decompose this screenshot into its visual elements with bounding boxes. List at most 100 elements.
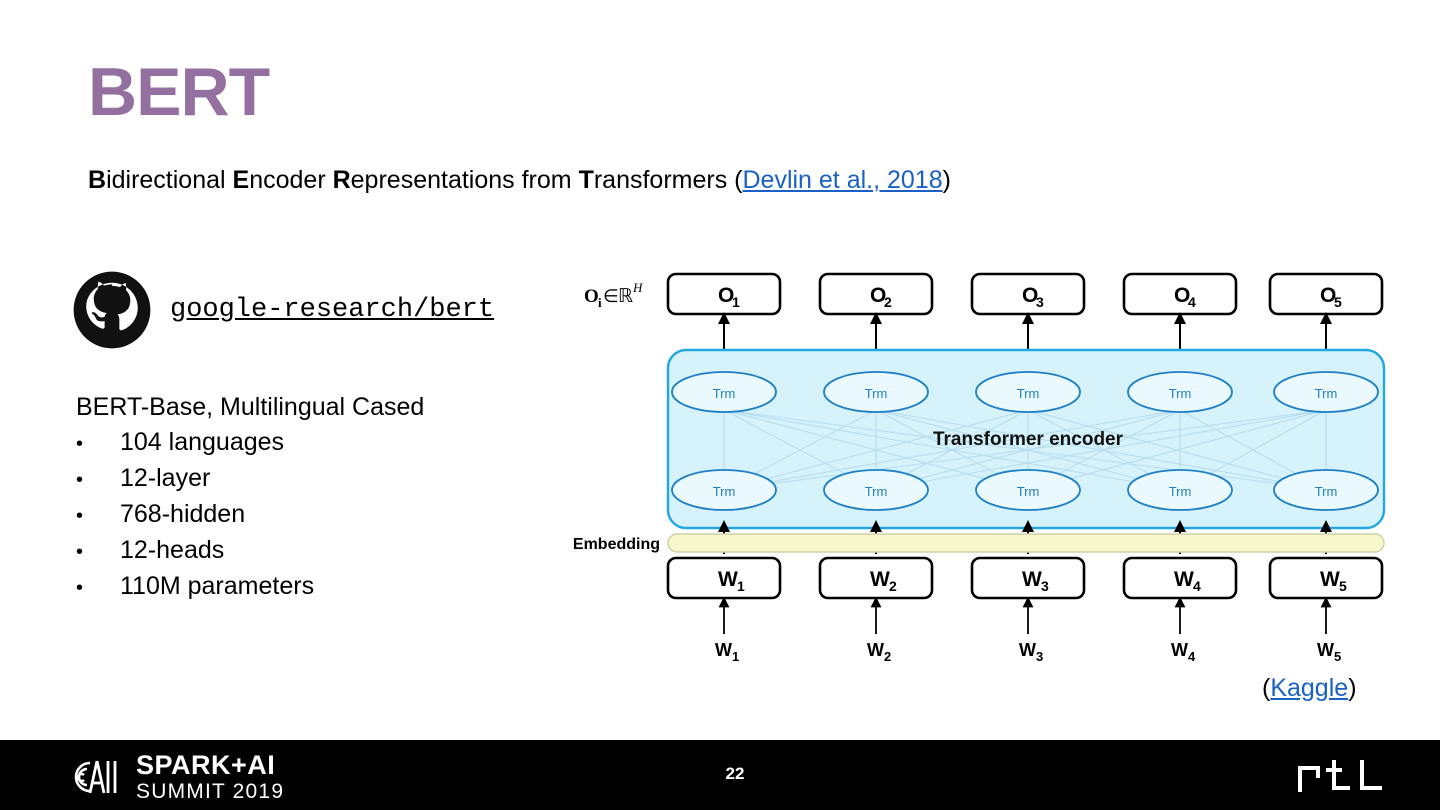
input-token-group: W 1 W 2 W 3 W 4 W 5 (715, 640, 1341, 662)
list-item: • 104 languages (76, 425, 424, 461)
subtitle-close-paren: ) (942, 166, 951, 194)
output-space-label-reals: ℝ (618, 286, 633, 307)
kaggle-link[interactable]: Kaggle (1270, 674, 1349, 702)
output-box-sub: 2 (884, 294, 892, 310)
subtitle-part-epresentations: epresentations from (350, 166, 579, 194)
list-item: • 768-hidden (76, 497, 424, 533)
trm-node (975, 469, 1081, 511)
rtl-logo-icon (1296, 758, 1392, 799)
output-box-label: O (870, 284, 886, 307)
credit-close-paren: ) (1348, 674, 1357, 702)
output-box-sub: 5 (1334, 294, 1342, 310)
input-token-label: W (1317, 640, 1334, 660)
trm-node-label: Trm (865, 386, 888, 401)
input-token-label: W (1019, 640, 1036, 660)
trm-node-label: Trm (713, 386, 736, 401)
bullet-glyph-icon: • (76, 433, 84, 455)
bullet-glyph-icon: • (76, 469, 84, 491)
spark-brand-line1: SPARK+AI (136, 750, 276, 780)
output-space-label-sub: i (598, 295, 602, 310)
specs-list: • 104 languages • 12-layer • 768-hidden … (76, 425, 424, 605)
subtitle-part-idirectional: idirectional (106, 166, 233, 194)
input-token-label: W (715, 640, 732, 660)
subtitle-part-e: E (232, 166, 250, 194)
trm-node (671, 371, 777, 413)
token-to-wordbox-arrows (718, 596, 1332, 634)
output-box-sub: 3 (1036, 294, 1044, 310)
trm-node (671, 469, 777, 511)
output-box-label: O (1174, 284, 1190, 307)
model-specs-block: BERT-Base, Multilingual Cased • 104 lang… (76, 390, 424, 605)
trm-node (1127, 371, 1233, 413)
spark-ai-wordmark: SPARK+AI SUMMIT 2019 (136, 750, 284, 803)
embedding-label: Embedding (573, 536, 660, 553)
input-token-sub: 3 (1036, 649, 1043, 662)
subtitle-part-t: T (578, 166, 594, 194)
output-space-label-sup: H (632, 280, 643, 295)
output-space-label-in: ∈ (603, 286, 619, 306)
spark-ai-summit-logo: SPARK+AI SUMMIT 2019 (64, 752, 284, 802)
list-item: • 110M parameters (76, 569, 424, 605)
word-box-label: W (1320, 568, 1340, 591)
output-box-label: O (1022, 284, 1038, 307)
bullet-glyph-icon: • (76, 541, 84, 563)
output-space-label: O (584, 286, 599, 307)
input-token-sub: 5 (1334, 649, 1341, 662)
trm-node-label: Trm (1017, 484, 1040, 499)
subtitle-part-b: B (88, 166, 107, 194)
input-token-label: W (867, 640, 884, 660)
attention-mesh-lines (723, 409, 1327, 491)
word-box-label: W (1174, 568, 1194, 591)
trm-node-label: Trm (1169, 386, 1192, 401)
trm-node (1127, 469, 1233, 511)
list-item-label: 110M parameters (120, 572, 315, 600)
output-box-label: O (1320, 284, 1336, 307)
trm-node-label: Trm (1169, 484, 1192, 499)
trm-node (1273, 469, 1379, 511)
trm-node-label: Trm (1315, 484, 1338, 499)
output-box-sub: 1 (732, 294, 740, 310)
github-repo-link[interactable]: google-research/bert (170, 295, 495, 325)
input-token-label: W (1171, 640, 1188, 660)
word-box-label: W (1022, 568, 1042, 591)
subtitle-part-ncoder: ncoder (249, 166, 333, 194)
trm-node-label: Trm (1017, 386, 1040, 401)
list-item: • 12-heads (76, 533, 424, 569)
github-octocat-icon (72, 270, 152, 350)
input-token-sub: 1 (732, 649, 739, 662)
specs-heading: BERT-Base, Multilingual Cased (76, 393, 425, 421)
word-box-sub: 1 (737, 578, 745, 594)
page-number: 22 (725, 764, 745, 783)
trm-node-label: Trm (1315, 386, 1338, 401)
trm-row-bottom: Trm Trm Trm Trm Trm (671, 469, 1379, 511)
word-box-label: W (718, 568, 738, 591)
encoder-label: Transformer encoder (933, 429, 1124, 450)
credit-open-paren: ( (1262, 674, 1271, 702)
footer-bar (0, 740, 1440, 810)
trm-node-label: Trm (713, 484, 736, 499)
word-box-sub: 4 (1193, 578, 1201, 594)
word-box-group: W 1 W 2 W 3 W 4 W 5 (666, 556, 1384, 600)
spark-ai-spiral-logo-icon (64, 753, 130, 801)
list-item-label: 768-hidden (120, 500, 246, 528)
output-box-sub: 4 (1188, 294, 1196, 310)
trm-node-label: Trm (865, 484, 888, 499)
input-token-sub: 4 (1188, 649, 1196, 662)
devlin-paper-link[interactable]: Devlin et al., 2018 (742, 166, 943, 194)
list-item: • 12-layer (76, 461, 424, 497)
trm-node (975, 371, 1081, 413)
github-repo-row[interactable]: google-research/bert (72, 270, 494, 350)
word-box-sub: 5 (1339, 578, 1347, 594)
encoder-to-output-arrows (718, 312, 1332, 350)
subtitle-part-r: R (332, 166, 351, 194)
output-box-label: O (718, 284, 734, 307)
bullet-glyph-icon: • (76, 505, 84, 527)
word-box-sub: 3 (1041, 578, 1049, 594)
embedding-bar (667, 533, 1385, 553)
page-title: BERT (88, 54, 270, 130)
bullet-glyph-icon: • (76, 577, 84, 599)
subtitle-part-ransformers: ransformers ( (593, 166, 743, 194)
image-source-credit: (Kaggle) (1262, 674, 1357, 703)
output-box-group: O 1 O 2 O 3 O 4 O 5 (666, 272, 1384, 316)
trm-node (1273, 371, 1379, 413)
